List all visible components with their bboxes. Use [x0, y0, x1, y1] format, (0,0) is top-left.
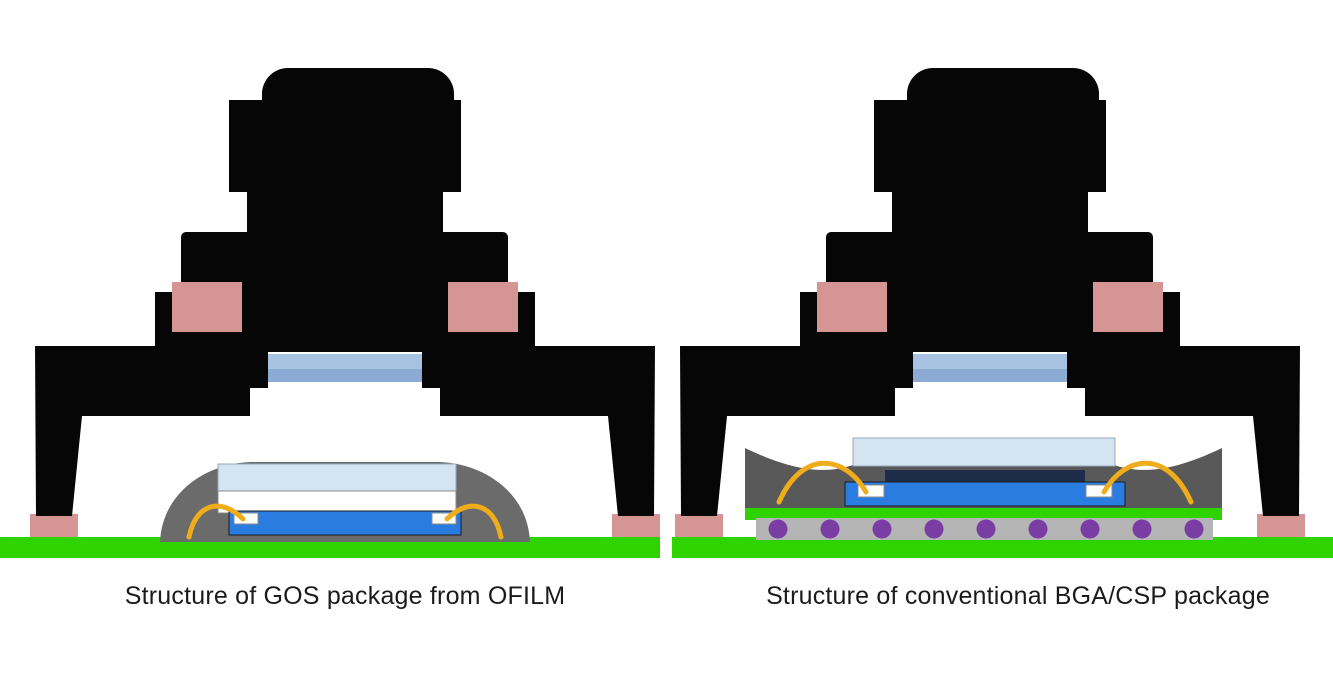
spacer-layer	[217, 490, 457, 514]
lens-barrel-cap	[907, 68, 1099, 152]
lens-shoulder	[826, 232, 1153, 296]
die-spacer	[885, 470, 1085, 482]
spacer-right	[1093, 282, 1163, 332]
solder-ball	[1132, 519, 1152, 539]
lens-module-right	[675, 68, 1305, 540]
spacer-left	[172, 282, 242, 332]
bond-pad-right	[431, 512, 457, 525]
foot-pad-right-icon	[612, 514, 660, 540]
lens-module-left	[30, 68, 660, 540]
main-board-left	[0, 537, 660, 558]
cover-glass	[852, 437, 1116, 467]
lens-neck	[247, 188, 443, 236]
lens-center-body	[892, 290, 1088, 352]
wire-bond-left	[776, 460, 869, 505]
ir-filter-bottom	[913, 369, 1067, 382]
lens-leg-right	[1085, 346, 1300, 516]
foot-pad-right-icon	[1257, 514, 1305, 540]
lens-shoulder	[181, 232, 508, 296]
lens-leg-left	[35, 346, 250, 516]
sensor-die	[228, 510, 462, 536]
lens-leg-right	[440, 346, 655, 516]
main-board-right	[672, 537, 1333, 558]
sensor-die	[844, 481, 1126, 507]
solder-ball	[1028, 519, 1048, 539]
ir-filter-top	[268, 354, 422, 369]
lens-neck	[892, 188, 1088, 236]
gos-package	[160, 462, 530, 542]
wire-bond-right	[444, 503, 504, 540]
caption-bga: Structure of conventional BGA/CSP packag…	[766, 582, 1270, 610]
solder-ball	[1080, 519, 1100, 539]
lens-center-body	[247, 290, 443, 352]
spacer-right	[448, 282, 518, 332]
wire-bond-left	[186, 503, 246, 540]
lens-leg-left	[680, 346, 895, 516]
solder-ball	[820, 519, 840, 539]
foot-pad-left-icon	[675, 514, 723, 540]
solder-ball	[1184, 519, 1204, 539]
ir-filter-bottom	[268, 369, 422, 382]
solder-ball	[924, 519, 944, 539]
filter-holder-right	[422, 348, 442, 388]
filter-holder-left	[248, 348, 268, 388]
ir-filter-top	[913, 354, 1067, 369]
filter-holder-left	[893, 348, 913, 388]
spacer-left	[817, 282, 887, 332]
bga-package	[745, 437, 1222, 540]
filter-holder-right	[1067, 348, 1087, 388]
solder-ball	[768, 519, 788, 539]
caption-gos: Structure of GOS package from OFILM	[124, 582, 566, 610]
bond-pad-left	[233, 512, 259, 525]
solder-ball	[976, 519, 996, 539]
cover-glass	[217, 463, 457, 493]
solder-ball	[872, 519, 892, 539]
foot-pad-left-icon	[30, 514, 78, 540]
wire-bond-right	[1101, 460, 1194, 505]
lens-barrel-cap	[262, 68, 454, 152]
